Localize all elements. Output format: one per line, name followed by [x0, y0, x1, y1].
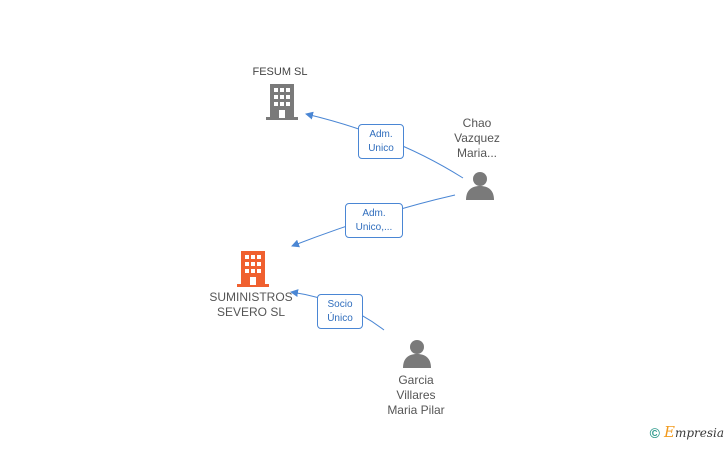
brand-logo[interactable]: Empresia [664, 423, 724, 442]
brand-footer: © Empresia [650, 423, 724, 442]
node-label-suministros: SUMINISTROS SEVERO SL [195, 290, 307, 320]
node-label-fesum: FESUM SL [252, 66, 308, 78]
edge-label-chao-fesum[interactable]: Adm. Unico [358, 124, 404, 159]
edge-label-garcia-suministros[interactable]: Socio Único [317, 294, 363, 329]
edge-label-line: Único [327, 313, 353, 324]
copyright-icon: © [649, 424, 660, 441]
node-label-line: Maria Pilar [387, 403, 445, 417]
edge-label-line: Unico,... [355, 222, 393, 233]
node-label-line: SUMINISTROS [209, 290, 293, 304]
edge-label-line: Unico [368, 143, 394, 154]
node-label-garcia: Garcia Villares Maria Pilar [370, 373, 462, 418]
node-label-chao: Chao Vazquez Maria... [440, 116, 514, 161]
edge-label-chao-suministros[interactable]: Adm. Unico,... [345, 203, 403, 238]
node-label-line: Vazquez [454, 131, 500, 145]
building-icon[interactable] [266, 84, 298, 125]
edge-label-line: Adm. [362, 208, 386, 219]
node-label-line: SEVERO SL [216, 305, 286, 319]
node-label-line: Chao [462, 116, 492, 130]
node-label-line: Villares [396, 388, 436, 402]
edge-label-line: Socio [327, 299, 353, 310]
person-icon[interactable] [402, 338, 432, 373]
node-label-line: Maria... [456, 146, 497, 160]
edge-label-line: Adm. [369, 129, 393, 140]
building-icon[interactable] [237, 251, 269, 292]
brand-logo-initial: E [663, 423, 675, 441]
person-icon[interactable] [465, 170, 495, 205]
brand-logo-text: mpresia [674, 426, 724, 440]
node-label-line: Garcia [398, 373, 434, 387]
